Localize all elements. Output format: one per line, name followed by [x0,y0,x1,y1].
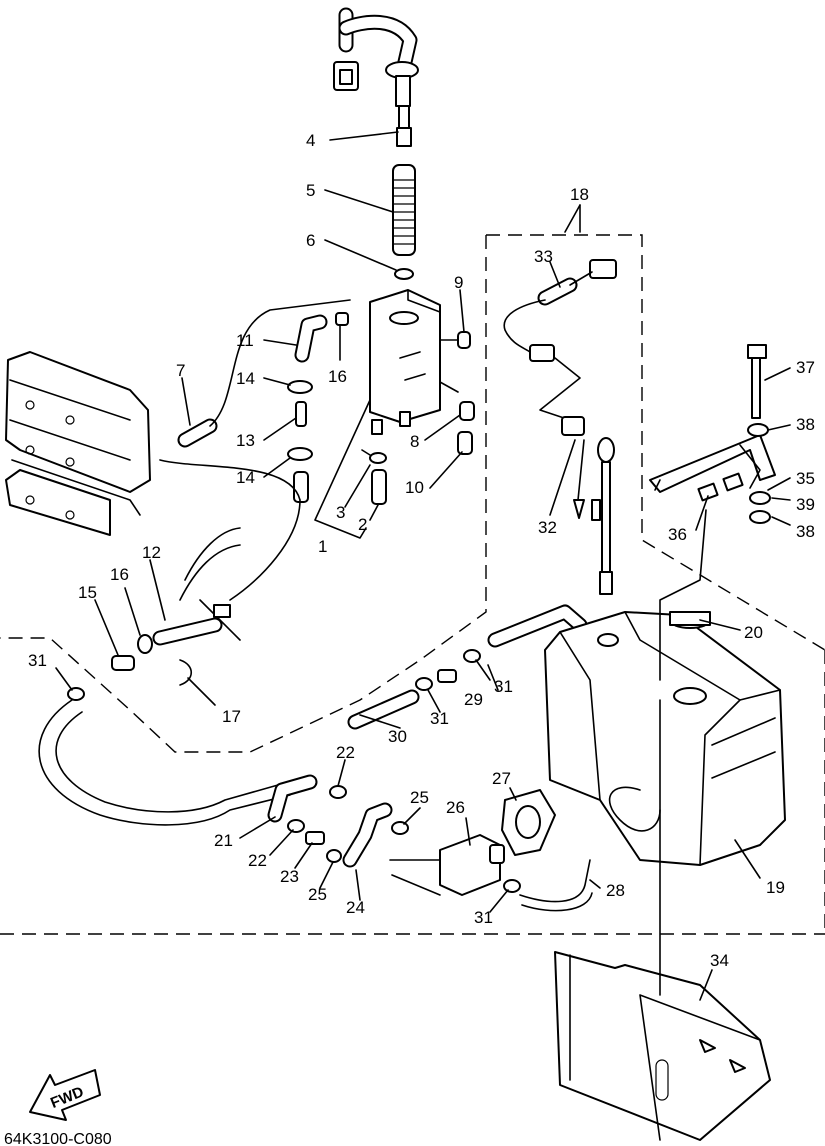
callout-9: 9 [454,273,463,292]
callout-30: 30 [388,727,407,746]
callout-8: 8 [410,432,419,451]
callout-19: 19 [766,878,785,897]
hose-21 [38,687,318,826]
callout-33: 33 [534,247,553,266]
callout-31c: 31 [494,677,513,696]
callout-16a: 16 [110,565,129,584]
oil-level-harness [503,259,617,595]
callout-23: 23 [280,867,299,886]
callout-3: 3 [336,503,345,522]
callout-25b: 25 [308,885,327,904]
callout-31b: 31 [430,709,449,728]
callout-34: 34 [710,951,729,970]
callout-24: 24 [346,898,365,917]
oil-level-sender [333,7,419,280]
tank-bracket [649,344,776,681]
callout-16b: 16 [328,367,347,386]
main-oil-tank [544,611,786,866]
callout-36: 36 [668,525,687,544]
callout-2: 2 [358,515,367,534]
engine-outline [5,299,351,536]
left-fittings [111,499,301,686]
callout-10: 10 [405,478,424,497]
callout-39: 39 [796,495,815,514]
callouts: 1 2 3 4 5 6 7 8 9 10 11 12 13 14 14 15 1… [28,131,815,970]
sub-oil-tank [369,289,459,435]
callout-17: 17 [222,707,241,726]
callout-31a: 31 [28,651,47,670]
callout-11: 11 [236,331,254,350]
callout-38a: 38 [796,415,815,434]
leader-lines [55,131,791,1001]
sub-tank-fittings [287,312,475,505]
callout-4: 4 [306,131,315,150]
callout-31d: 31 [474,908,493,927]
lower-bracket-plate [554,699,771,1141]
callout-13: 13 [236,431,255,450]
fwd-arrow: FWD [29,1069,101,1121]
callout-38b: 38 [796,522,815,541]
callout-37: 37 [796,358,815,377]
callout-35: 35 [796,469,815,488]
callout-29: 29 [464,690,483,709]
callout-27: 27 [492,769,511,788]
callout-32: 32 [538,518,557,537]
diagram-code: 64K3100-C080 [4,1131,112,1146]
callout-18: 18 [570,185,589,204]
callout-6: 6 [306,231,315,250]
callout-5: 5 [306,181,315,200]
callout-14a: 14 [236,369,255,388]
callout-28: 28 [606,881,625,900]
callout-14b: 14 [236,468,255,487]
callout-22b: 22 [248,851,267,870]
callout-21: 21 [214,831,233,850]
callout-7: 7 [176,361,185,380]
callout-20: 20 [744,623,763,642]
callout-26: 26 [446,798,465,817]
callout-12: 12 [142,543,161,562]
oil-pump-assembly [287,785,593,912]
callout-1: 1 [318,537,327,556]
callout-15: 15 [78,583,97,602]
callout-22a: 22 [336,743,355,762]
callout-25a: 25 [410,788,429,807]
assembly-boundaries [0,204,825,935]
